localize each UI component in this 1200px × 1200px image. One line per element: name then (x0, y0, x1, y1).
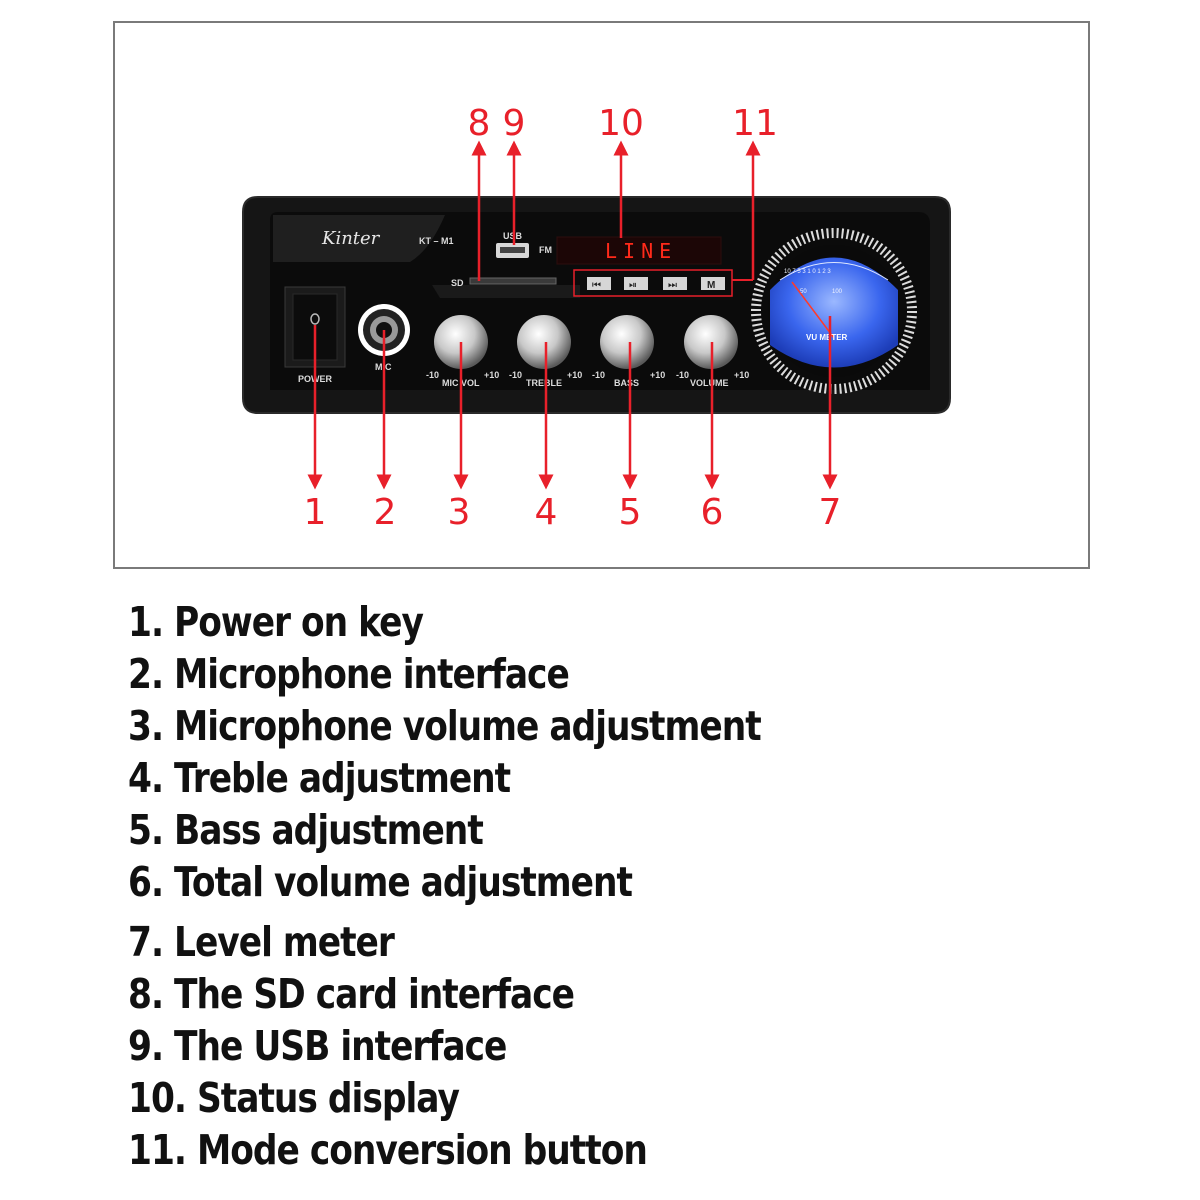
vu-scale-top: 10 7 5 3 1 0 1 2 3 (784, 269, 831, 275)
knob-max-label: +10 (734, 370, 749, 380)
knob-min-label: -10 (592, 370, 605, 380)
play-pause-icon: ⏯ (629, 280, 637, 291)
knob-max-label: +10 (484, 370, 499, 380)
knob-bass[interactable]: -10 +10 BASS (592, 315, 665, 388)
mode-button[interactable] (701, 277, 725, 290)
display-text: LINE (605, 239, 677, 263)
legend-list: 1. Power on key 2. Microphone interface … (128, 596, 881, 1176)
fm-label: FM (539, 245, 552, 255)
legend-item-power: 1. Power on key (128, 598, 424, 646)
callout-5: 5 (619, 492, 642, 533)
legend-item-sd: 8. The SD card interface (128, 970, 575, 1018)
callout-4: 4 (535, 492, 558, 533)
callout-2: 2 (374, 492, 397, 533)
callout-1: 1 (304, 492, 327, 533)
vu-label: VU METER (806, 333, 848, 342)
legend-item-mic: 2. Microphone interface (128, 650, 570, 698)
callout-10: 10 (598, 103, 644, 144)
callout-arrows (307, 140, 838, 490)
knob-label: VOLUME (690, 378, 729, 388)
callout-3: 3 (448, 492, 471, 533)
knob-treble[interactable]: -10 +10 TREBLE (509, 315, 582, 388)
vu-needle (791, 281, 835, 339)
knob-label: BASS (614, 378, 639, 388)
play-pause-button[interactable] (624, 277, 648, 290)
brand-logo: Kinter (321, 228, 381, 249)
knob-min-label: -10 (509, 370, 522, 380)
legend-item-bass: 5. Bass adjustment (128, 806, 484, 854)
knob-max-label: +10 (650, 370, 665, 380)
vu-meter: 10 7 5 3 1 0 1 2 3 50 100 VU METER (751, 228, 917, 394)
legend-item-treble: 4. Treble adjustment (128, 754, 511, 802)
mode-icon: M (707, 280, 715, 291)
legend-item-mic-vol: 3. Microphone volume adjustment (128, 702, 762, 750)
callout-11: 11 (732, 103, 778, 144)
callout-9: 9 (503, 103, 526, 144)
knob-min-label: -10 (426, 370, 439, 380)
power-on-icon (310, 313, 320, 325)
vu-scale-100: 100 (832, 289, 843, 295)
next-icon: ⏭ (668, 280, 677, 291)
legend-item-volume: 6. Total volume adjustment (128, 858, 633, 906)
prev-icon: ⏮ (592, 280, 601, 291)
sd-label: SD (451, 278, 464, 288)
amplifier-panel (242, 196, 951, 414)
prev-button[interactable] (587, 277, 611, 290)
legend-item-level-meter: 7. Level meter (128, 918, 395, 966)
callout-7: 7 (819, 492, 842, 533)
legend-item-usb: 9. The USB interface (128, 1022, 507, 1070)
knob-min-label: -10 (676, 370, 689, 380)
legend-item-display: 10. Status display (128, 1074, 460, 1122)
callout-8: 8 (468, 103, 491, 144)
knob-label: TREBLE (526, 378, 562, 388)
model-label: KT – M1 (419, 236, 454, 246)
sd-card-slot[interactable]: SD (451, 277, 557, 288)
vu-scale-50: 50 (800, 289, 807, 295)
knob-max-label: +10 (567, 370, 582, 380)
status-display: LINE (556, 236, 722, 265)
mode-buttons: ⏮ ⏯ ⏭ M (573, 269, 733, 297)
next-button[interactable] (663, 277, 687, 290)
callout-6: 6 (701, 492, 724, 533)
legend-item-mode: 11. Mode conversion button (128, 1126, 648, 1174)
amplifier-diagram: Kinter KT – M1 USB FM SD LINE ⏮ ⏯ ⏭ M PO… (242, 103, 951, 533)
